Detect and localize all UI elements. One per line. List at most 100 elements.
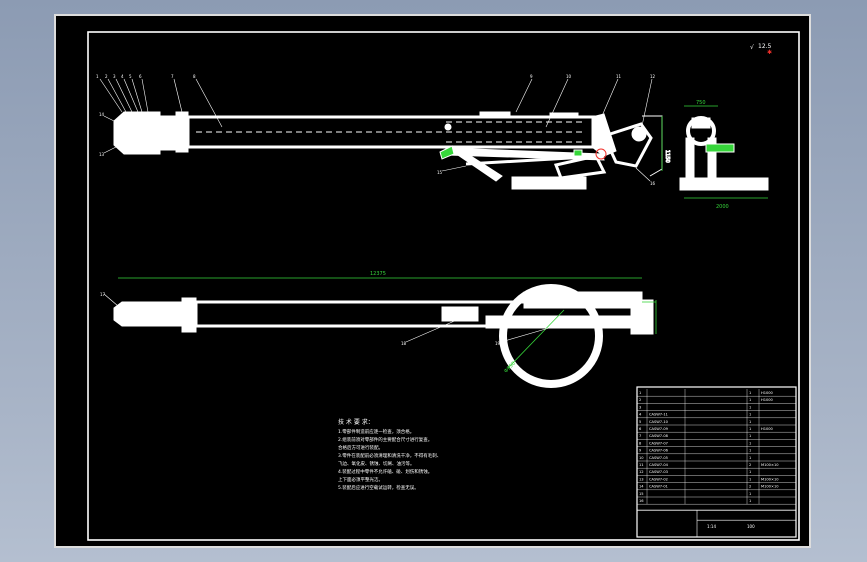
parts-cell-no: 7 (639, 434, 641, 438)
parts-cell-qty: 1 (749, 420, 751, 424)
callout-17: 17 (100, 292, 106, 297)
svg-text:16: 16 (650, 181, 656, 186)
parts-cell-no: 1 (639, 391, 641, 395)
parts-cell-qty: 1 (749, 405, 751, 409)
parts-cell-code: CASW7-04 (649, 463, 669, 467)
svg-text:12.5: 12.5 (758, 43, 772, 50)
parts-row: 15 1 (637, 492, 796, 498)
parts-cell-qty: 1 (749, 449, 751, 453)
parts-cell-no: 12 (639, 470, 644, 474)
parts-row: 9 CASW7-06 1 (637, 449, 796, 454)
parts-row: 4 CASW7-11 1 (637, 413, 796, 418)
parts-row: 5 CASW7-10 1 (637, 420, 796, 426)
parts-cell-code: CASW7-06 (649, 449, 669, 453)
svg-text:11: 11 (616, 74, 622, 79)
svg-text:合格后方可进行装配。: 合格后方可进行装配。 (338, 444, 383, 451)
parts-row: 10 CASW7-05 1 (637, 456, 796, 462)
parts-cell-code: CASW7-07 (649, 441, 668, 445)
parts-row: 2 1 H1000 (637, 398, 796, 404)
parts-row: 7 CASW7-08 1 (637, 434, 796, 440)
parts-cell-no: 5 (639, 420, 641, 424)
svg-text:8: 8 (193, 74, 196, 79)
parts-cell-qty: 1 (749, 413, 751, 417)
parts-cell-no: 15 (639, 492, 644, 496)
parts-cell-no: 6 (639, 427, 642, 431)
callout-18: 18 (401, 341, 407, 346)
notes-title: 技 术 要 求： (338, 418, 374, 426)
parts-cell-code: CASW7-03 (649, 470, 668, 474)
parts-cell-code: CASW7-11 (649, 413, 668, 417)
svg-text:上下面必须平整光洁。: 上下面必须平整光洁。 (338, 476, 383, 483)
svg-text:3: 3 (113, 74, 116, 79)
svg-text:1: 1 (96, 74, 99, 79)
svg-text:飞边、氧化皮、锈蚀、切屑、油污等。: 飞边、氧化皮、锈蚀、切屑、油污等。 (338, 460, 415, 467)
base-plate (511, 176, 587, 190)
inner-frame (87, 31, 800, 541)
callouts-top (99, 78, 653, 182)
svg-text:4: 4 (121, 74, 124, 79)
side-view (679, 105, 769, 199)
parts-cell-no: 9 (639, 449, 642, 453)
parts-cell-qty: 1 (749, 434, 751, 438)
callout-19: 19 (495, 341, 501, 346)
parts-row: 12 CASW7-03 1 (637, 470, 796, 476)
svg-text:6: 6 (139, 74, 142, 79)
parts-cell-qty: 1 (749, 499, 751, 503)
svg-text:2000: 2000 (716, 204, 729, 210)
drawing-sheet: √ 12.5 ✱ 1150 (54, 14, 811, 548)
parts-cell-no: 8 (639, 441, 642, 445)
parts-cell-qty: 1 (749, 477, 751, 481)
svg-text:7: 7 (171, 74, 174, 79)
svg-text:750: 750 (696, 100, 706, 106)
svg-text:15: 15 (437, 170, 443, 175)
svg-text:12375: 12375 (370, 271, 386, 277)
turret-circle (499, 284, 603, 388)
parts-cell-qty: 1 (749, 441, 751, 445)
svg-text:4.装配过程中零件不允许磕、碰、划伤和锈蚀。: 4.装配过程中零件不允许磕、碰、划伤和锈蚀。 (338, 468, 432, 475)
parts-cell-note: M100×10 (761, 463, 779, 467)
parts-cell-code: CASW7-10 (649, 420, 669, 424)
scale-marker: √ 12.5 ✱ (750, 43, 772, 56)
title-block-mark: 100 (747, 524, 755, 529)
parts-cell-note: M100×10 (761, 477, 779, 481)
svg-text:9: 9 (530, 74, 533, 79)
parts-cell-qty: 1 (749, 470, 751, 474)
parts-cell-code: CASW7-05 (649, 456, 668, 460)
svg-text:12: 12 (650, 74, 656, 79)
parts-cell-no: 4 (639, 413, 642, 417)
svg-text:5: 5 (129, 74, 132, 79)
parts-row: 6 CASW7-09 1 H1000 (637, 427, 796, 433)
parts-cell-no: 10 (639, 456, 644, 460)
svg-text:2.组装前须对零部件的主要配合尺寸进行复查。: 2.组装前须对零部件的主要配合尺寸进行复查。 (338, 436, 432, 443)
parts-cell-qty: 1 (749, 427, 751, 431)
parts-cell-no: 2 (639, 398, 641, 402)
parts-cell-qty: 2 (749, 485, 751, 489)
svg-text:3.零件在装配前必须清理和清洗干净，不得有毛刺、: 3.零件在装配前必须清理和清洗干净，不得有毛刺、 (338, 452, 441, 459)
parts-cell-code: CASW7-01 (649, 485, 668, 489)
svg-text:5.装配后应进行空载试运转，检查无误。: 5.装配后应进行空载试运转，检查无误。 (338, 484, 419, 491)
parts-cell-note: H1000 (761, 427, 774, 431)
svg-text:14: 14 (99, 112, 105, 117)
parts-cell-no: 14 (639, 485, 644, 489)
parts-cell-qty: 1 (749, 456, 751, 460)
parts-cell-no: 11 (639, 463, 644, 467)
technical-notes: 技 术 要 求： 1.零部件制造前应逐一检查，须合格。 2.组装前须对零部件的主… (338, 418, 441, 491)
parts-cell-qty: 1 (749, 398, 751, 402)
parts-cell-no: 13 (639, 477, 644, 481)
parts-cell-note: H1000 (761, 398, 774, 402)
parts-cell-code: CASW7-09 (649, 427, 669, 431)
parts-cell-note: H1000 (761, 391, 774, 395)
svg-text:✱: ✱ (767, 49, 772, 56)
parts-row: 8 CASW7-07 1 (637, 441, 796, 447)
title-block-scale: 1:14 (707, 524, 716, 529)
parts-cell-qty: 1 (749, 492, 751, 496)
parts-cell-code: CASW7-08 (649, 434, 669, 438)
plan-view (103, 277, 657, 388)
svg-text:13: 13 (99, 152, 105, 157)
